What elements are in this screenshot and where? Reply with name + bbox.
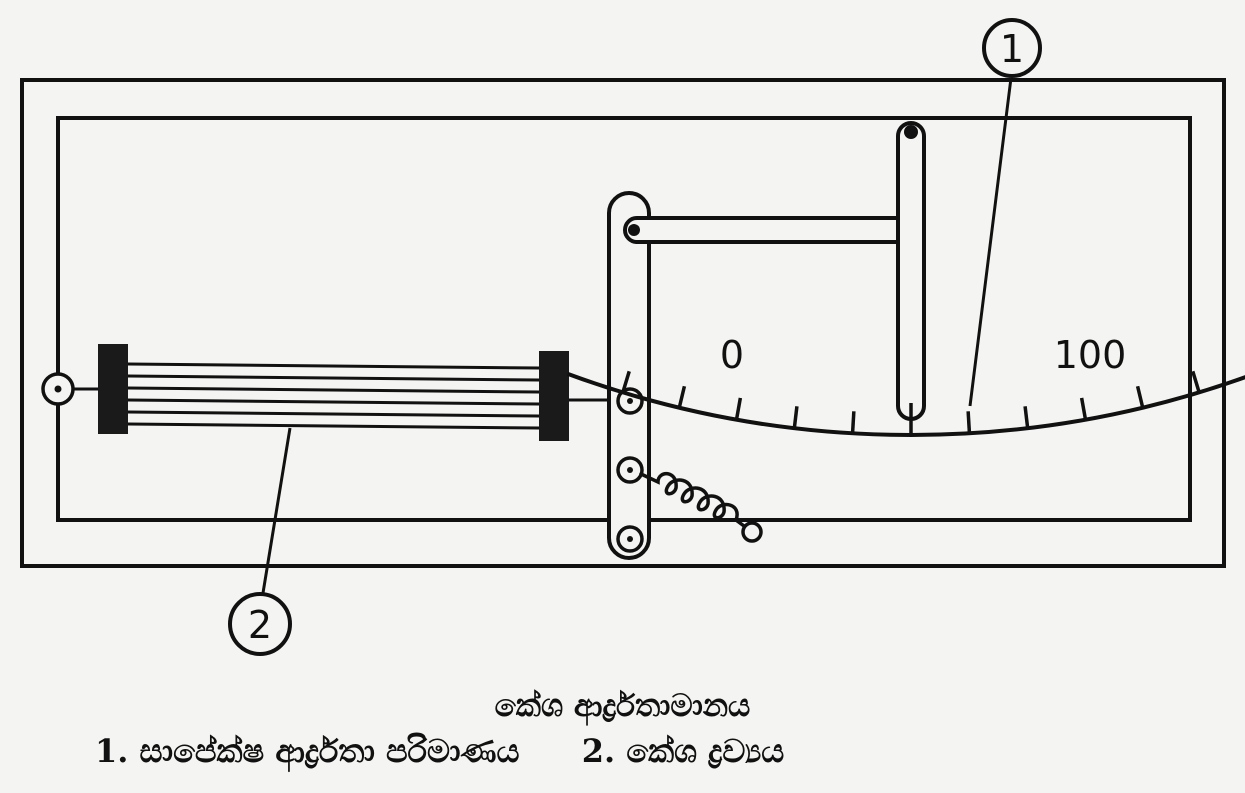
scale-tick (621, 370, 631, 393)
callout-1-circle (982, 18, 1042, 78)
scale-max-label: 100 (1054, 333, 1127, 377)
callout-2-leader (261, 427, 292, 594)
scale-tick (792, 406, 799, 429)
figure-title: කේශ ආර්ද්‍රතාමානය (494, 688, 751, 724)
callout-2-label: 2 (248, 603, 272, 647)
callout-1-leader (968, 77, 1013, 407)
legend-item-2: 2. කේශ ද්‍රව්‍යය (582, 732, 784, 771)
figure-legend: 1. සාපේක්ෂ ආර්ද්‍රතා පරිමාණය 2. කේශ ද්‍ර… (95, 732, 784, 771)
scale-tick (850, 411, 856, 434)
callout-1-label: 1 (1000, 27, 1024, 71)
legend-item-2-number: 2. (581, 732, 616, 770)
callout-2-circle (228, 592, 292, 656)
scale-tick (1191, 370, 1201, 393)
scale-tick (1135, 385, 1145, 409)
legend-item-1-text: සාපේක්ෂ ආර්ද්‍රතා පරිමාණය (139, 732, 520, 770)
hair-hygrometer-diagram: 0 100 1 2 (20, 18, 1245, 656)
legend-item-1-number: 1. (95, 732, 129, 770)
legend-item-2-text: කේශ ද්‍රව්‍යය (626, 732, 785, 770)
scale-tick (1079, 397, 1088, 420)
connecting-arm (623, 216, 917, 244)
scale-tick (966, 411, 972, 434)
scale-min-label: 0 (720, 333, 744, 377)
scale-tick (677, 385, 687, 409)
pointer-needle (896, 121, 926, 421)
tension-spring (639, 472, 746, 528)
legend-item-1: 1. සාපේක්ෂ ආර්ද්‍රතා පරිමාණය (95, 732, 520, 771)
scale-tick (1023, 406, 1030, 429)
hair-strands (127, 362, 540, 430)
scale-tick (734, 397, 743, 420)
right-hair-clamp (539, 351, 569, 441)
left-hair-clamp (98, 344, 128, 434)
spring-anchor-pin (741, 521, 763, 543)
relative-humidity-scale (566, 370, 1245, 437)
outer-frame (20, 78, 1226, 568)
